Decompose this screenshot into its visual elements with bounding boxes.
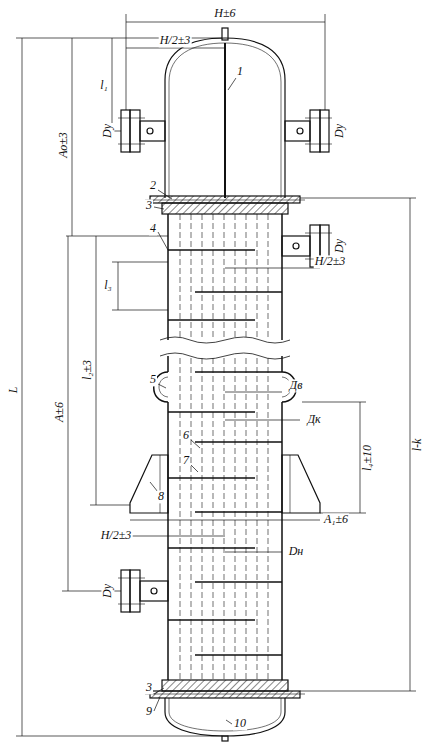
bottom-tube-sheet xyxy=(162,680,288,691)
callout-number: 5 xyxy=(149,373,157,386)
top-vent xyxy=(222,28,228,40)
break-line xyxy=(160,337,290,343)
tube xyxy=(202,358,203,680)
tube xyxy=(268,214,269,338)
tube xyxy=(213,358,214,680)
callout-number: 10 xyxy=(233,717,247,730)
dimension-label: А₁±6 xyxy=(323,513,349,526)
callout-number: 6 xyxy=(182,429,190,442)
partition-plate xyxy=(224,43,226,198)
leader-lines xyxy=(150,78,236,724)
support-bracket xyxy=(130,455,168,513)
top-flange xyxy=(150,196,300,203)
dimension-label: l₃ xyxy=(103,279,113,292)
baffle xyxy=(168,547,255,549)
callout-number: 4 xyxy=(149,222,157,235)
dimension-label: Дк xyxy=(306,413,321,426)
callout-number: 3 xyxy=(145,199,153,212)
callout-number: 1 xyxy=(236,65,244,78)
dimension-lines xyxy=(16,14,416,736)
baffle xyxy=(195,441,282,443)
dimension-label: Dу xyxy=(333,123,346,139)
dimension-label: Н/2±3 xyxy=(100,529,133,542)
dimension-label: l₁ xyxy=(99,79,109,92)
baffle xyxy=(168,319,255,321)
tube xyxy=(268,358,269,680)
dimension-label: Dу xyxy=(333,238,346,254)
baffle xyxy=(168,619,255,621)
tube-bundle xyxy=(168,214,282,680)
break-line xyxy=(160,353,290,359)
top-chamber xyxy=(165,38,285,198)
dimension-label: L xyxy=(7,386,20,395)
top-chamber-inner xyxy=(169,43,281,198)
tube xyxy=(235,358,236,680)
baffle xyxy=(195,291,282,293)
callout-number: 9 xyxy=(145,705,153,718)
dimension-label: Дв xyxy=(289,379,304,392)
baffle xyxy=(195,511,282,513)
baffle xyxy=(168,249,255,251)
callout-number: 3 xyxy=(145,681,153,694)
nozzle-left-bottom xyxy=(118,570,168,612)
nozzle-left-top xyxy=(118,110,165,152)
nozzle-right-top xyxy=(285,110,332,152)
bottom-flange xyxy=(150,691,300,698)
tube xyxy=(180,358,181,680)
baffle xyxy=(195,581,282,583)
tube xyxy=(191,358,192,680)
tube xyxy=(246,358,247,680)
callout-number: 8 xyxy=(157,490,165,503)
callout-number: 7 xyxy=(182,454,190,467)
dimension-label: Dн xyxy=(288,545,305,558)
dimension-label: Н/2±3 xyxy=(314,255,347,268)
shell xyxy=(168,214,282,680)
baffle xyxy=(168,477,255,479)
dimension-label: А±6 xyxy=(53,401,66,423)
bottom-head xyxy=(165,698,285,736)
baffle xyxy=(168,411,255,413)
expansion-joint xyxy=(154,372,297,402)
callout-number: 2 xyxy=(149,179,157,192)
dimension-label: Dу xyxy=(101,123,114,139)
support-bracket xyxy=(282,455,320,513)
baffle xyxy=(195,654,282,656)
dimension-label: Dу xyxy=(101,583,114,599)
dimension-label: l₄±10 xyxy=(361,444,374,472)
expansion-joint-inner xyxy=(159,377,291,397)
drain xyxy=(222,736,228,741)
dimension-label: Н/2±3 xyxy=(159,34,192,47)
tube xyxy=(224,358,225,680)
dimension-label: l₂±3 xyxy=(81,359,94,381)
top-tube-sheet xyxy=(162,203,288,214)
dimension-label: Ао±3 xyxy=(57,131,70,159)
tube xyxy=(257,358,258,680)
baffle xyxy=(195,371,282,373)
bolt-line xyxy=(145,200,305,201)
dimension-label: l-k xyxy=(411,438,424,453)
dimension-label: Н±6 xyxy=(213,7,236,20)
tube xyxy=(257,214,258,338)
